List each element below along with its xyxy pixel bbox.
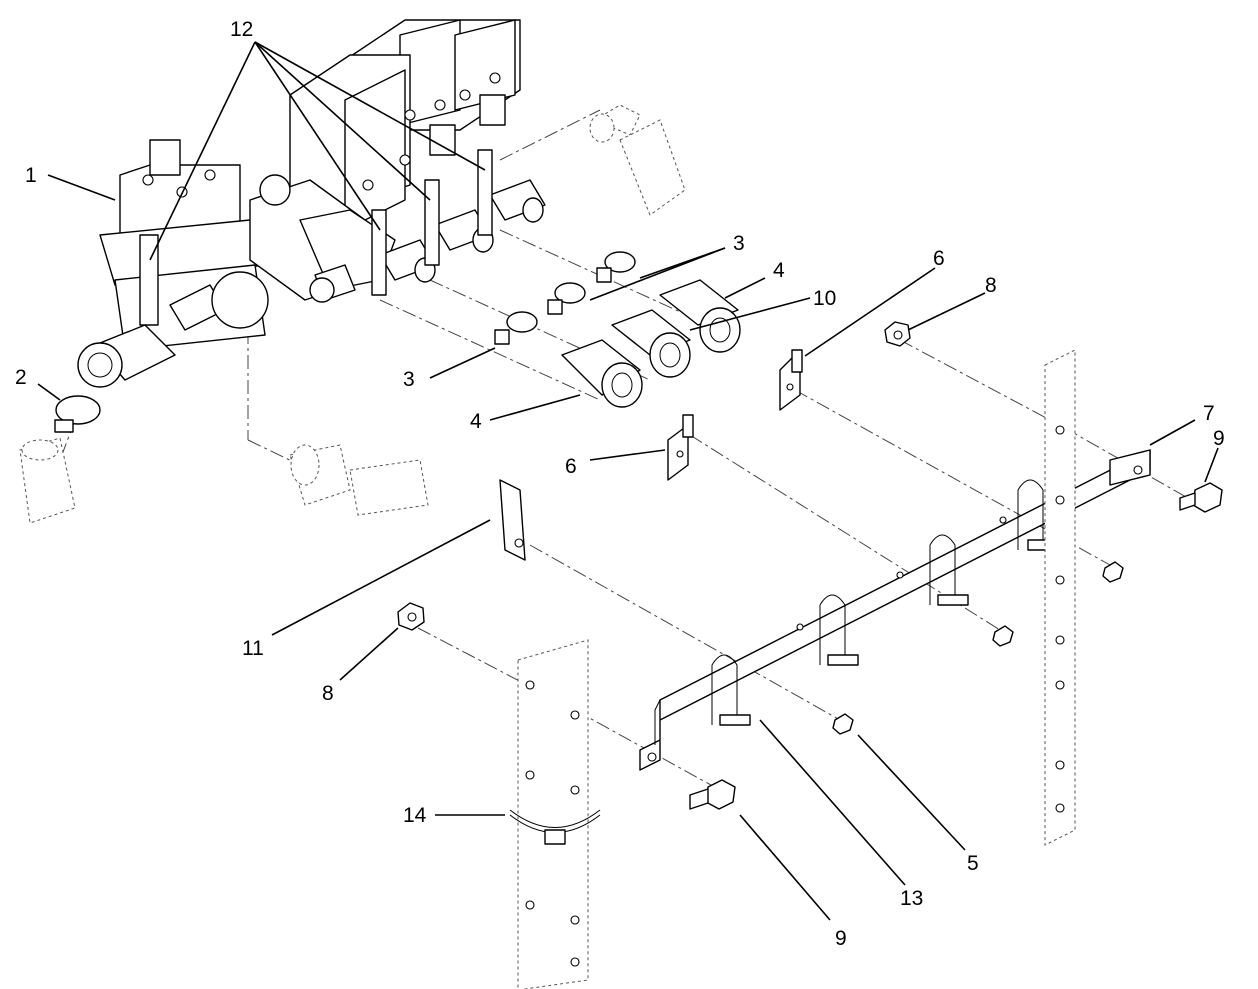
callout-10: 10 <box>813 287 836 310</box>
callout-11: 11 <box>242 637 264 660</box>
callout-1: 1 <box>25 164 37 187</box>
hose-clamp-2 <box>54 395 101 433</box>
callout-8a: 8 <box>985 274 997 297</box>
valve-manifold-assembly <box>77 19 546 388</box>
callout-13: 13 <box>900 887 923 910</box>
upright-posts <box>509 349 1076 989</box>
callout-5: 5 <box>967 852 979 875</box>
callout-4b: 4 <box>773 259 785 282</box>
flange-nuts <box>397 321 911 631</box>
callout-7: 7 <box>1203 402 1215 425</box>
phantom-hoses <box>19 104 686 524</box>
bolts <box>689 482 1223 810</box>
callout-6a: 6 <box>933 247 945 270</box>
callout-8b: 8 <box>322 682 334 705</box>
callout-3b: 3 <box>733 232 745 255</box>
callout-9a: 9 <box>1213 427 1225 450</box>
callout-numbers: 12 1 2 3 3 4 4 10 6 8 6 7 9 11 8 14 5 13… <box>15 18 1225 950</box>
callout-2: 2 <box>15 366 27 389</box>
mounting-bar <box>639 449 1151 771</box>
leader-lines <box>37 41 1219 921</box>
callout-6b: 6 <box>565 455 577 478</box>
callout-9b: 9 <box>835 927 847 950</box>
hose-clamps-3 <box>494 251 636 345</box>
sleeves <box>561 279 741 408</box>
callout-14: 14 <box>403 804 427 827</box>
callout-3a: 3 <box>403 368 415 391</box>
brackets <box>499 349 803 561</box>
callout-4a: 4 <box>470 410 482 433</box>
callout-12: 12 <box>230 18 253 41</box>
